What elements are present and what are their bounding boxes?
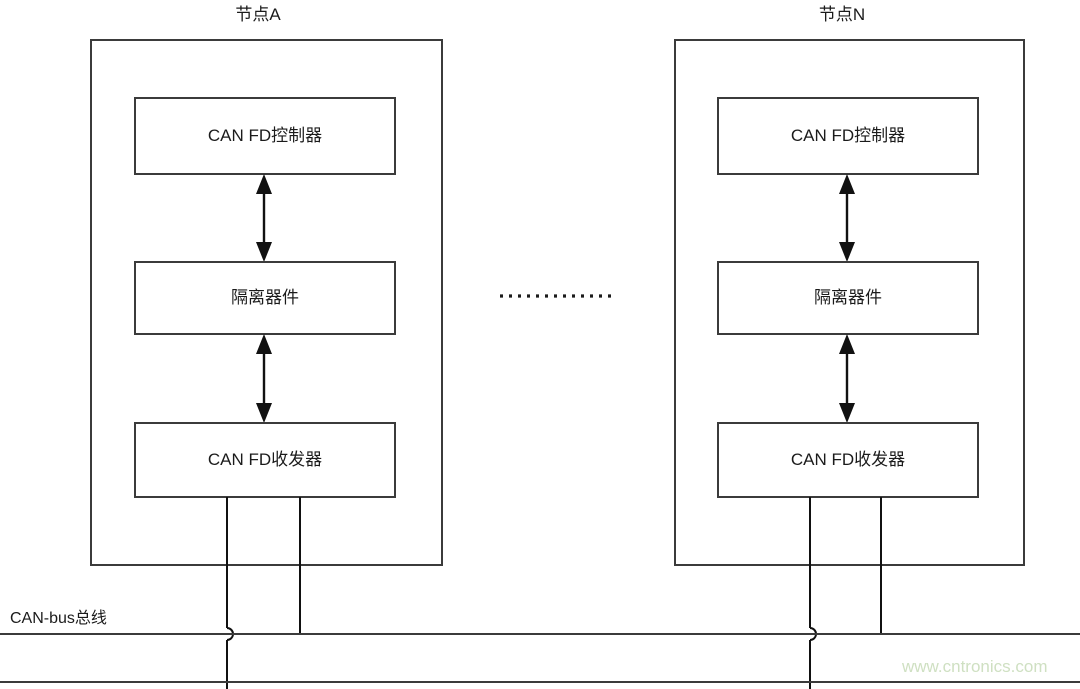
node-a-transceiver-box[interactable]	[134, 422, 396, 498]
node-a-group: 节点A CAN FD控制器 隔离器件 CAN FD收发器	[90, 5, 443, 689]
node-n-group: 节点N CAN FD控制器 隔离器件 CAN FD收发器	[674, 5, 1025, 689]
node-n-isolator-label: 隔离器件	[814, 288, 882, 307]
node-n-transceiver-label: CAN FD收发器	[791, 450, 905, 469]
node-a-connector-isolator-transceiver	[256, 334, 272, 423]
node-a-title: 节点A	[235, 5, 281, 24]
node-n-controller-label: CAN FD控制器	[791, 126, 905, 145]
node-a-isolator-box[interactable]	[134, 261, 396, 335]
node-a-connector-controller-isolator	[256, 174, 272, 262]
node-a-isolator-label: 隔离器件	[231, 288, 299, 307]
node-n-isolator-box[interactable]	[717, 261, 979, 335]
node-a-transceiver-label: CAN FD收发器	[208, 450, 322, 469]
node-a-controller-box[interactable]	[134, 97, 396, 175]
node-n-title: 节点N	[819, 5, 865, 24]
node-n-connector-controller-isolator	[839, 174, 855, 262]
node-n-connector-isolator-transceiver	[839, 334, 855, 423]
node-n-controller-box[interactable]	[717, 97, 979, 175]
bus-label: CAN-bus总线	[10, 609, 107, 627]
watermark: www.cntronics.com	[901, 657, 1047, 676]
node-n-transceiver-box[interactable]	[717, 422, 979, 498]
node-a-controller-label: CAN FD控制器	[208, 126, 322, 145]
